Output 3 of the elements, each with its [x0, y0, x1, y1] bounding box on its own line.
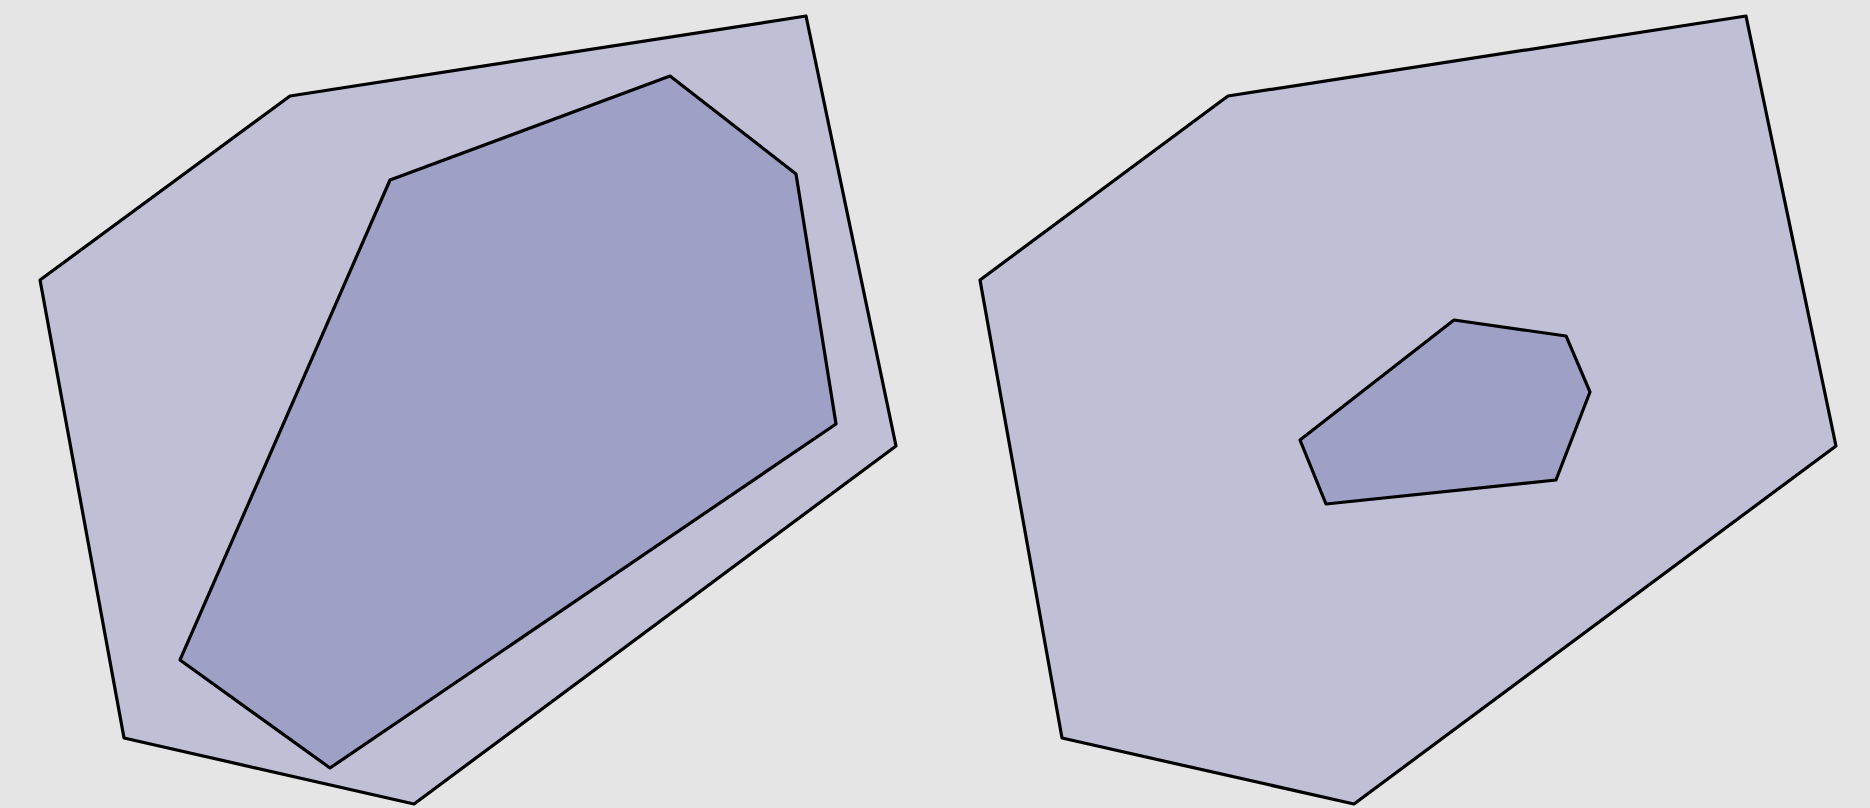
hexagon: [978, 14, 1838, 806]
hexagon: [1298, 318, 1592, 506]
hexagon: [178, 74, 838, 770]
